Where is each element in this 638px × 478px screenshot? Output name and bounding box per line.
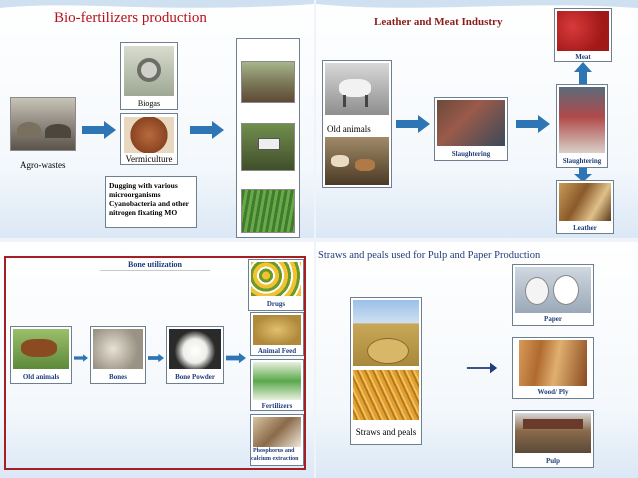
paper-rolls-photo [515, 267, 591, 313]
straws-box: Straws and peals [350, 297, 422, 445]
plywood-photo [519, 340, 587, 386]
animal-feed-label: Animal Feed [257, 347, 297, 355]
old-animals-label: Old animals [327, 124, 371, 134]
slaughtering-label: Slaughtering [451, 150, 491, 158]
fertilizers-label: Fertilizers [261, 402, 293, 410]
arrow-right-icon [74, 352, 88, 364]
animal-feed-box: Animal Feed [250, 312, 304, 356]
slaughtering-box: Slaughtering [434, 97, 508, 161]
fertilizers-box: Fertilizers [250, 359, 304, 411]
leather-meat-panel: Leather and Meat Industry Old animals Sl… [316, 0, 638, 238]
bones-label: Bones [109, 373, 127, 381]
biofertilizers-title: Bio-fertilizers production [54, 10, 207, 26]
arrow-right-icon [226, 352, 246, 364]
green-field-photo [241, 189, 295, 233]
pulp-box: Pulp [512, 410, 594, 468]
note-line: microorganisms [109, 190, 161, 199]
cow-photo [325, 63, 389, 115]
arrow-right-icon [396, 115, 430, 133]
biofertilizers-panel: Bio-fertilizers production Agro-wastes B… [0, 0, 314, 238]
bone-utilization-panel: Bone utilization Old animals Bones Bone … [0, 242, 314, 478]
paper-label: Paper [544, 315, 562, 323]
arrow-down-icon [574, 168, 592, 182]
phosphorus-photo [253, 417, 301, 447]
leather-photo [559, 183, 611, 221]
bones-photo [93, 329, 143, 369]
phosphorus-label: Phosphorus and [253, 448, 295, 454]
title-underline [100, 270, 210, 271]
herd-photo [325, 137, 389, 185]
old-animals-box: Old animals [322, 60, 392, 188]
drugs-label: Drugs [266, 300, 286, 308]
drugs-photo [251, 262, 301, 296]
note-line: Dugging with various [109, 181, 178, 190]
pulp-label: Pulp [545, 457, 560, 465]
meat-box: Meat [554, 8, 612, 62]
microorganisms-note-box: Dugging with various microorganisms Cyan… [105, 176, 197, 228]
hanging-carcass-photo [559, 87, 605, 153]
biogas-box: Biogas [120, 42, 178, 110]
pulp-paper-panel: Straws and peals used for Pulp and Paper… [316, 242, 638, 478]
pulp-paper-title: Straws and peals used for Pulp and Paper… [318, 250, 541, 261]
header-wave [0, 0, 314, 8]
arrow-right-icon [82, 121, 116, 139]
header-wave [316, 0, 638, 8]
old-animals-label: Old animals [22, 373, 60, 381]
bone-powder-photo [169, 329, 221, 369]
vermiculture-box: Vermiculture [120, 113, 178, 165]
bone-powder-label: Bone Powder [175, 373, 215, 381]
vermiculture-photo [124, 117, 174, 153]
meat-label: Meat [575, 53, 591, 61]
crop-plot-photo [241, 123, 295, 171]
arrow-right-icon [148, 352, 164, 364]
slaughtering-photo [437, 100, 505, 146]
bone-frame [4, 256, 306, 470]
pulp-mill-photo [515, 413, 591, 453]
note-line: Cyanobacteria and other [109, 199, 189, 208]
straws-photo [353, 370, 419, 420]
bone-utilization-title: Bone utilization [128, 260, 183, 269]
biogas-photo [124, 46, 174, 96]
slaughtering-label: Slaughtering [562, 157, 602, 165]
wood-box: Wood/ Ply [512, 337, 594, 399]
arrow-right-icon [190, 121, 224, 139]
phosphorus-box: Phosphorus and calcium extraction [250, 414, 304, 466]
fields-frame [236, 38, 300, 238]
vermiculture-label: Vermiculture [125, 154, 173, 164]
leather-box: Leather [556, 180, 614, 234]
agro-wastes-label: Agro-wastes [20, 160, 66, 170]
bones-box: Bones [90, 326, 146, 384]
arrow-right-icon [466, 362, 498, 374]
drugs-box: Drugs [248, 259, 304, 311]
hay-bale-photo [253, 315, 301, 345]
old-animals-box: Old animals [10, 326, 72, 384]
meat-photo [557, 11, 609, 51]
note-line: nitrogen fixating MO [109, 208, 178, 217]
paper-box: Paper [512, 264, 594, 326]
arrow-right-icon [516, 115, 550, 133]
arrow-up-icon [574, 62, 592, 84]
fertilizer-bag-photo [253, 362, 301, 400]
slaughtering-hanging-box: Slaughtering [556, 84, 608, 168]
straws-label: Straws and peals [355, 427, 417, 437]
biogas-label: Biogas [137, 99, 161, 108]
agro-wastes-photo [10, 97, 76, 151]
hay-bales-photo [353, 300, 419, 366]
leather-label: Leather [573, 224, 597, 232]
phosphorus-label: calcium extraction [251, 456, 299, 462]
compost-field-photo [241, 61, 295, 103]
leather-meat-title: Leather and Meat Industry [374, 16, 503, 28]
wood-ply-label: Wood/ Ply [537, 388, 569, 396]
bone-powder-box: Bone Powder [166, 326, 224, 384]
bull-photo [13, 329, 69, 369]
